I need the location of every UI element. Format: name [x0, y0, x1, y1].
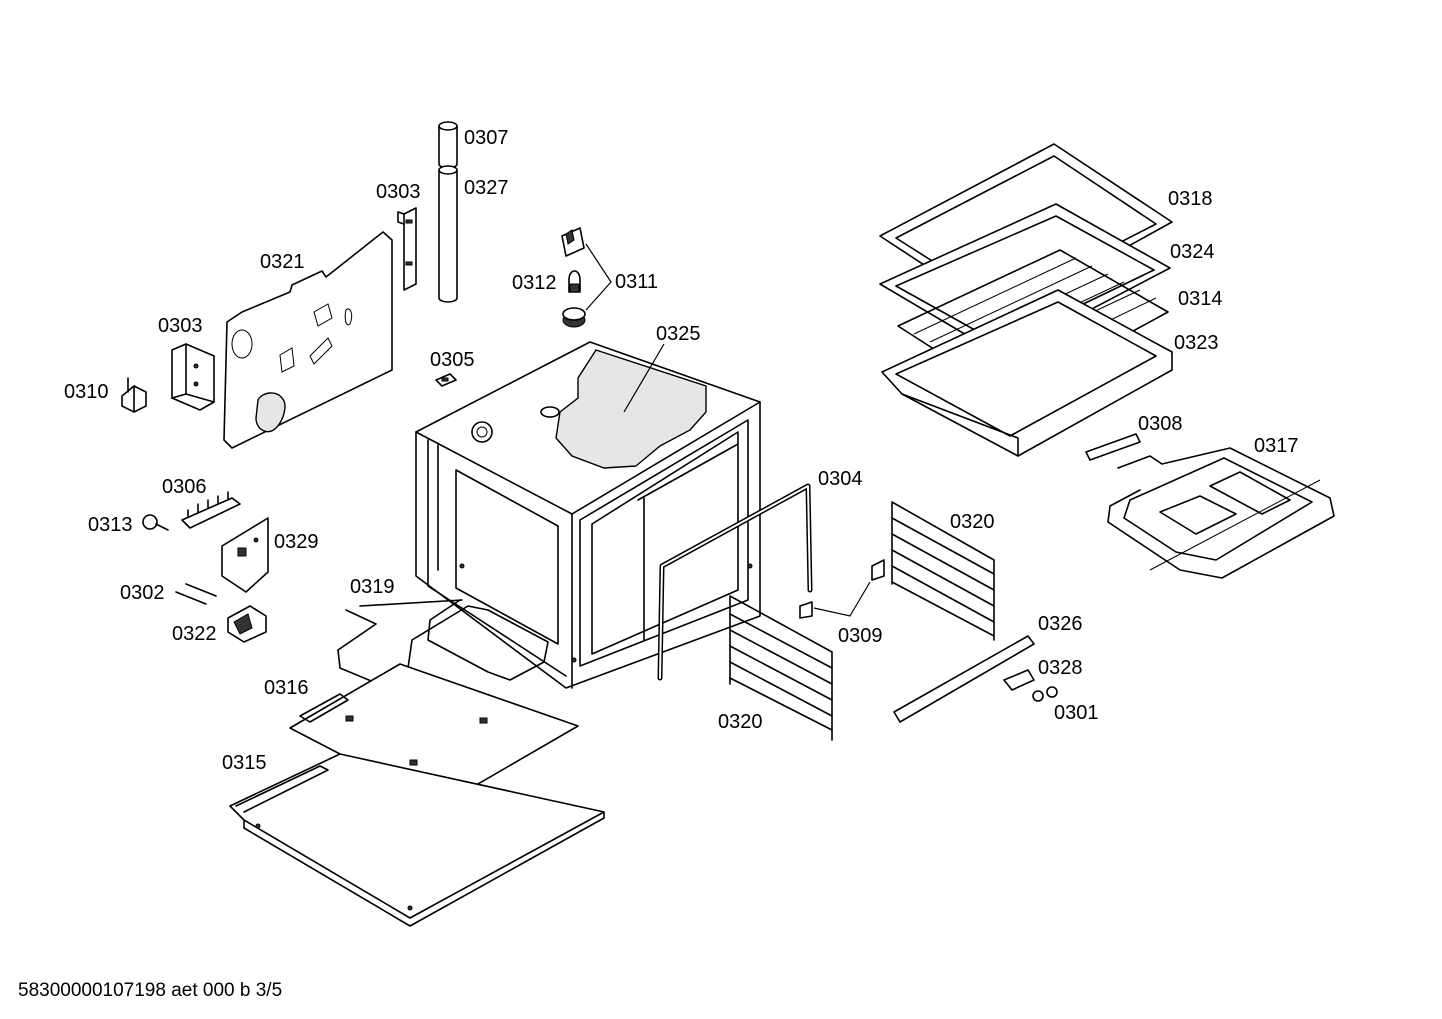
part-label: 0327	[464, 177, 509, 199]
part-label: 0301	[1054, 702, 1099, 724]
part-label: 0318	[1168, 188, 1213, 210]
part-label: 0328	[1038, 657, 1083, 679]
small-clip-part	[435, 373, 457, 387]
lamp-socket-part	[561, 227, 585, 257]
part-label: 0311	[615, 271, 658, 293]
part-label: 0309	[838, 625, 883, 647]
part-label: 0306	[162, 476, 207, 498]
part-label: 0322	[172, 623, 217, 645]
heater-bracket-part	[1085, 433, 1141, 461]
bottom-heater-part	[337, 599, 549, 711]
hinge-part	[227, 605, 267, 643]
part-label: 0329	[274, 531, 319, 553]
part-label: 0304	[818, 468, 863, 490]
peg-part	[799, 559, 885, 619]
drawing-code: 58300000107198 aet 000 b 3/5	[18, 980, 283, 1001]
shelf-support-right-part	[891, 501, 995, 641]
lamp-bulb-part	[568, 270, 581, 293]
tube-long-part	[438, 165, 458, 303]
part-label: 0315	[222, 752, 267, 774]
part-label: 0321	[260, 251, 305, 273]
shelf-support-left-part	[729, 595, 833, 741]
part-label: 0313	[88, 514, 133, 536]
door-seal-part	[657, 483, 813, 681]
mounting-plate-part	[221, 517, 269, 593]
part-label: 0324	[1170, 241, 1215, 263]
screw-part	[142, 514, 169, 531]
part-label: 0308	[1138, 413, 1183, 435]
part-label: 0319	[350, 576, 395, 598]
clip-part	[121, 377, 147, 413]
part-label: 0326	[1038, 613, 1083, 635]
insulation-mat-part	[555, 349, 707, 469]
insulation-panel-part	[223, 231, 393, 449]
part-label: 0310	[64, 381, 109, 403]
trim-strip-part	[893, 635, 1035, 723]
terminal-block-part	[181, 491, 241, 529]
screws-part	[1032, 686, 1058, 702]
bracket-upper-part	[397, 207, 417, 291]
part-label: 0307	[464, 127, 509, 149]
part-label: 0305	[430, 349, 475, 371]
bracket-lower-part	[171, 343, 215, 411]
part-label: 0316	[264, 677, 309, 699]
part-label: 0320	[718, 711, 763, 733]
base-plate-part	[229, 753, 605, 927]
part-label: 0314	[1178, 288, 1223, 310]
part-label: 0312	[512, 272, 557, 294]
part-label: 0325	[656, 323, 701, 345]
part-label: 0302	[120, 582, 165, 604]
part-label: 0303	[376, 181, 421, 203]
part-label: 0303	[158, 315, 203, 337]
grill-heater-part	[1107, 447, 1335, 579]
bolts-part	[175, 583, 217, 605]
lamp-cover-part	[562, 307, 586, 328]
part-label: 0320	[950, 511, 995, 533]
clamp-part	[1003, 669, 1035, 691]
enamel-tray-part	[879, 203, 1171, 357]
part-label: 0317	[1254, 435, 1299, 457]
part-label: 0323	[1174, 332, 1219, 354]
tube-short-part	[438, 121, 458, 169]
deep-pan-part	[881, 289, 1173, 457]
